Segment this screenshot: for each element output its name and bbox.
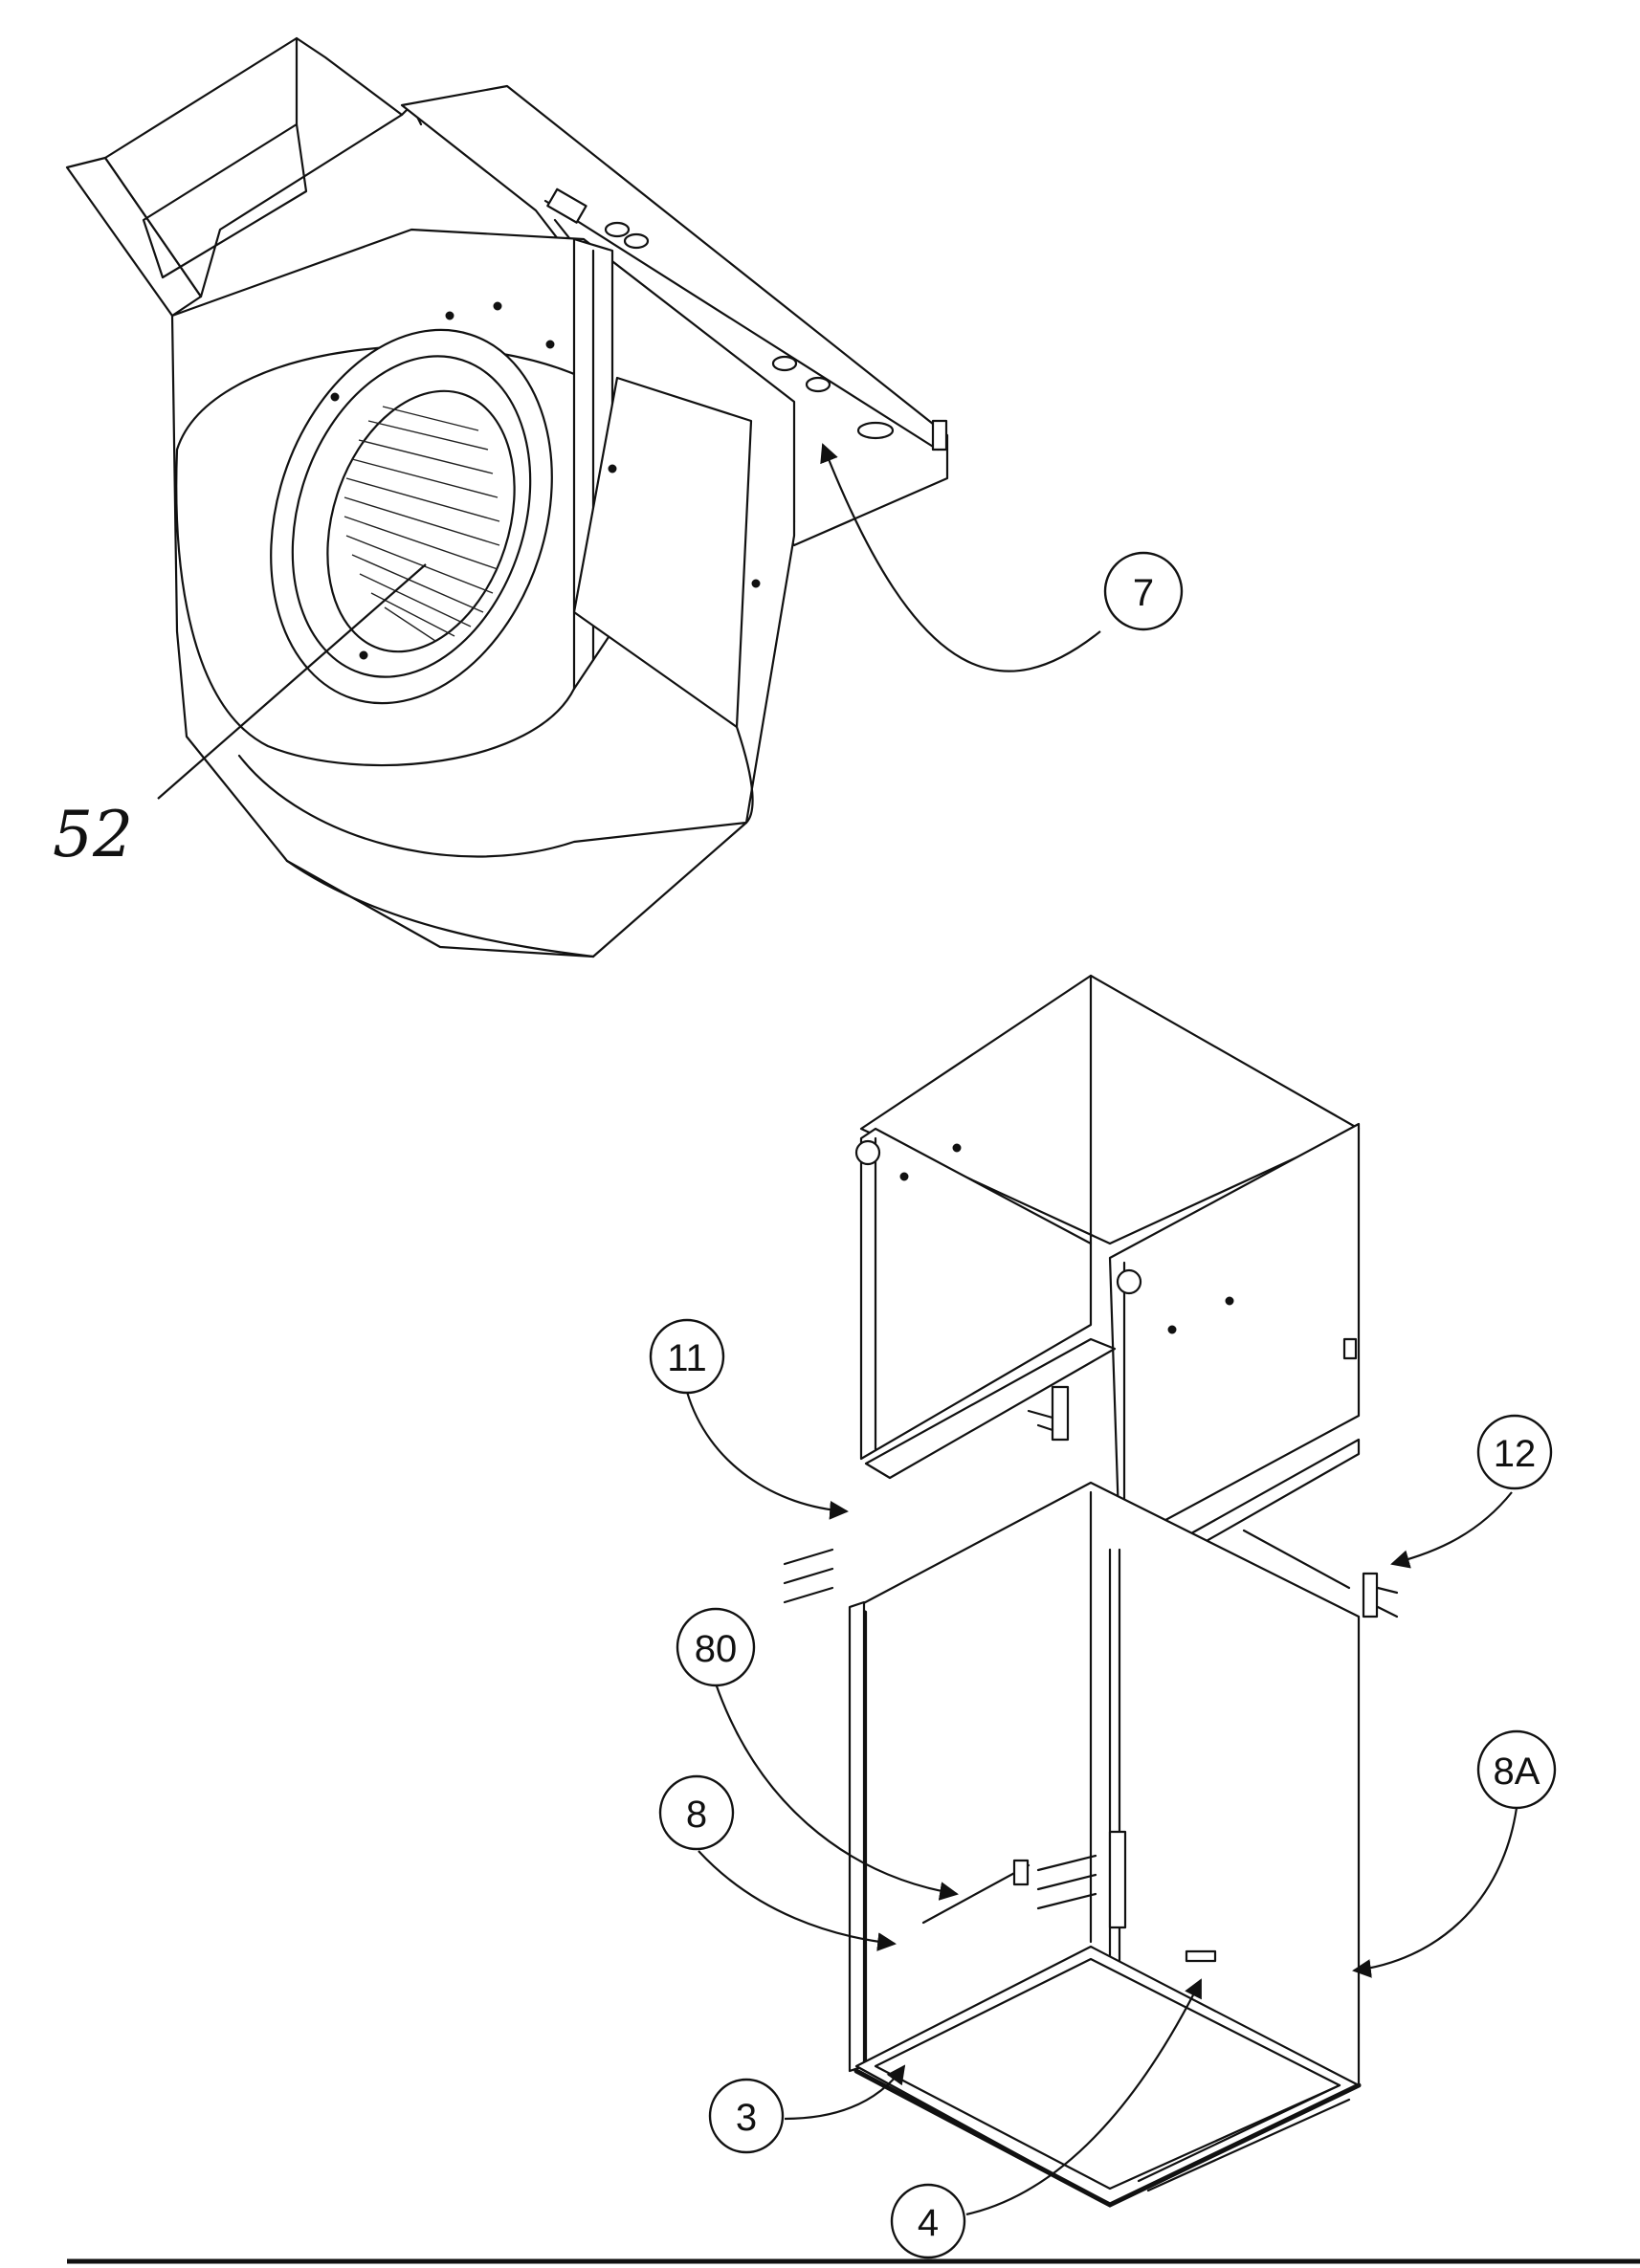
callout-3-label: 3 bbox=[736, 2097, 757, 2139]
cabinet-assembly bbox=[783, 974, 1399, 2208]
callout-80: 80 bbox=[676, 1607, 959, 1901]
callout-52: 52 bbox=[53, 563, 427, 871]
callout-7-label: 7 bbox=[1133, 572, 1154, 614]
blower-assembly bbox=[65, 36, 949, 958]
callout-4: 4 bbox=[890, 1978, 1202, 2259]
blower-wheel-blades bbox=[344, 406, 500, 642]
callout-8A: 8A bbox=[1352, 1729, 1557, 1978]
callout-7: 7 bbox=[820, 443, 1184, 672]
callout-8A-label: 8A bbox=[1494, 1751, 1540, 1793]
callout-12: 12 bbox=[1390, 1414, 1553, 1569]
callout-11-label: 11 bbox=[667, 1337, 707, 1379]
callout-8: 8 bbox=[658, 1774, 897, 1951]
callout-11: 11 bbox=[649, 1318, 849, 1520]
callout-8-label: 8 bbox=[686, 1794, 707, 1836]
callout-4-label: 4 bbox=[918, 2202, 939, 2244]
callout-3: 3 bbox=[708, 2064, 906, 2154]
callout-80-label: 80 bbox=[695, 1628, 738, 1670]
callout-12-label: 12 bbox=[1494, 1433, 1537, 1475]
callout-52-label: 52 bbox=[53, 798, 133, 871]
